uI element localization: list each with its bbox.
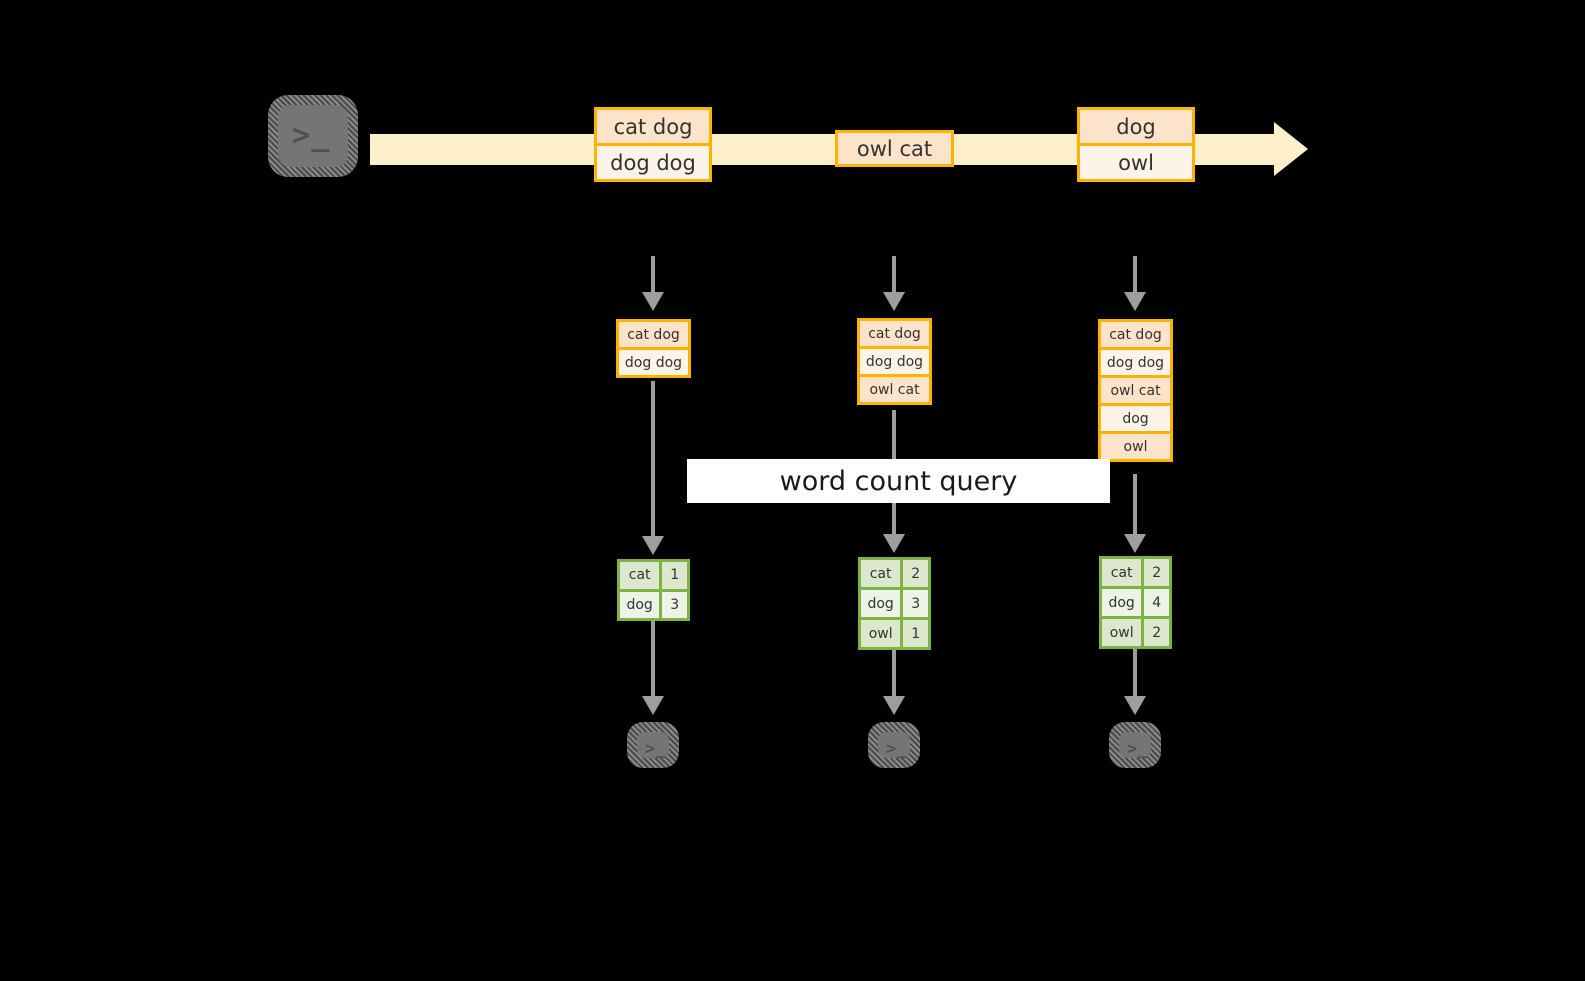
terminal-prompt-glyph: >_ <box>292 118 331 153</box>
count-cell: 2 <box>1152 624 1162 641</box>
snapshot-1-sink-arrow-head-icon <box>642 696 664 715</box>
table-row[interactable]: owl 2 <box>1102 619 1169 646</box>
table-row[interactable]: cat 2 <box>1102 559 1169 589</box>
table-row[interactable]: cat 2 <box>861 560 928 590</box>
count-cell: 3 <box>670 596 680 613</box>
count-cell: 2 <box>911 565 921 582</box>
snapshot-1-sink-terminal-icon[interactable]: >_ <box>627 722 679 768</box>
accumulated-record[interactable]: dog dog <box>1098 347 1173 378</box>
accumulated-record[interactable]: dog dog <box>616 347 691 378</box>
snapshot-3-query-arrow-head-icon <box>1124 534 1146 553</box>
word-cell: cat <box>1102 559 1145 586</box>
terminal-prompt-glyph: >_ <box>886 739 908 759</box>
table-row[interactable]: dog 4 <box>1102 589 1169 619</box>
snapshot-2-sink-arrow-line <box>892 650 896 699</box>
word-cell: cat <box>620 562 663 589</box>
word-cell: owl <box>861 620 904 647</box>
table-row[interactable]: dog 3 <box>620 591 687 618</box>
stream-record[interactable]: owl cat <box>835 130 954 167</box>
snapshot-3-result-table[interactable]: cat 2 dog 4 owl 2 <box>1099 556 1172 649</box>
table-row[interactable]: cat 1 <box>620 562 687 592</box>
source-terminal-icon[interactable]: >_ <box>268 95 358 177</box>
stream-record[interactable]: dog <box>1077 107 1195 146</box>
word-cell: owl <box>1102 619 1145 646</box>
accumulated-record[interactable]: owl cat <box>1098 375 1173 406</box>
snapshot-2-query-arrow-head-icon <box>883 534 905 553</box>
accumulated-record[interactable]: cat dog <box>857 318 932 349</box>
stream-record[interactable]: dog dog <box>594 143 712 182</box>
accumulated-record[interactable]: cat dog <box>616 319 691 350</box>
snapshot-3-query-arrow-line <box>1133 474 1137 537</box>
snapshot-2-sink-terminal-icon[interactable]: >_ <box>868 722 920 768</box>
snapshot-1-result-table[interactable]: cat 1 dog 3 <box>617 559 690 621</box>
stream-record[interactable]: cat dog <box>594 107 712 146</box>
accumulated-record[interactable]: dog <box>1098 403 1173 434</box>
snapshot-2-sink-arrow-head-icon <box>883 696 905 715</box>
accumulated-record[interactable]: cat dog <box>1098 319 1173 350</box>
snapshot-2-input-arrow-head-icon <box>883 292 905 311</box>
snapshot-1-query-arrow-line <box>651 381 655 539</box>
word-cell: dog <box>620 591 663 618</box>
stream-arrow-head-icon <box>1274 122 1308 176</box>
snapshot-1-input-arrow-head-icon <box>642 292 664 311</box>
snapshot-3-sink-terminal-icon[interactable]: >_ <box>1109 722 1161 768</box>
terminal-body <box>1119 732 1151 758</box>
terminal-body <box>637 732 669 758</box>
snapshot-2-result-table[interactable]: cat 2 dog 3 owl 1 <box>858 557 931 650</box>
count-cell: 4 <box>1152 594 1162 611</box>
snapshot-1-accumulated-records: cat dog dog dog <box>616 319 691 378</box>
count-cell: 3 <box>911 595 921 612</box>
snapshot-3-input-arrow-line <box>1133 256 1137 294</box>
snapshot-2-input-arrow-line <box>892 256 896 294</box>
snapshot-1-sink-arrow-line <box>651 621 655 699</box>
count-cell: 2 <box>1152 564 1162 581</box>
accumulated-record[interactable]: owl cat <box>857 374 932 405</box>
word-cell: dog <box>1102 589 1145 616</box>
snapshot-3-sink-arrow-head-icon <box>1124 696 1146 715</box>
snapshot-3-sink-arrow-line <box>1133 649 1137 699</box>
count-cell: 1 <box>670 567 680 584</box>
stream-record[interactable]: owl <box>1077 143 1195 182</box>
word-cell: cat <box>861 560 904 587</box>
query-label: word count query <box>687 459 1110 503</box>
snapshot-2-accumulated-records: cat dog dog dog owl cat <box>857 318 932 405</box>
snapshot-3-input-arrow-head-icon <box>1124 292 1146 311</box>
accumulated-record[interactable]: dog dog <box>857 346 932 377</box>
terminal-prompt-glyph: >_ <box>645 739 667 759</box>
stream-group-2: owl cat <box>835 130 954 167</box>
terminal-body <box>278 105 348 167</box>
terminal-body <box>878 732 910 758</box>
terminal-prompt-glyph: >_ <box>1127 739 1149 759</box>
snapshot-1-input-arrow-line <box>651 256 655 294</box>
table-row[interactable]: dog 3 <box>861 590 928 620</box>
stream-group-3: dog owl <box>1077 107 1195 182</box>
snapshot-1-query-arrow-head-icon <box>642 536 664 555</box>
count-cell: 1 <box>911 625 921 642</box>
accumulated-record[interactable]: owl <box>1098 431 1173 462</box>
word-cell: dog <box>861 590 904 617</box>
table-row[interactable]: owl 1 <box>861 620 928 647</box>
stream-group-1: cat dog dog dog <box>594 107 712 182</box>
snapshot-3-accumulated-records: cat dog dog dog owl cat dog owl <box>1098 319 1173 462</box>
